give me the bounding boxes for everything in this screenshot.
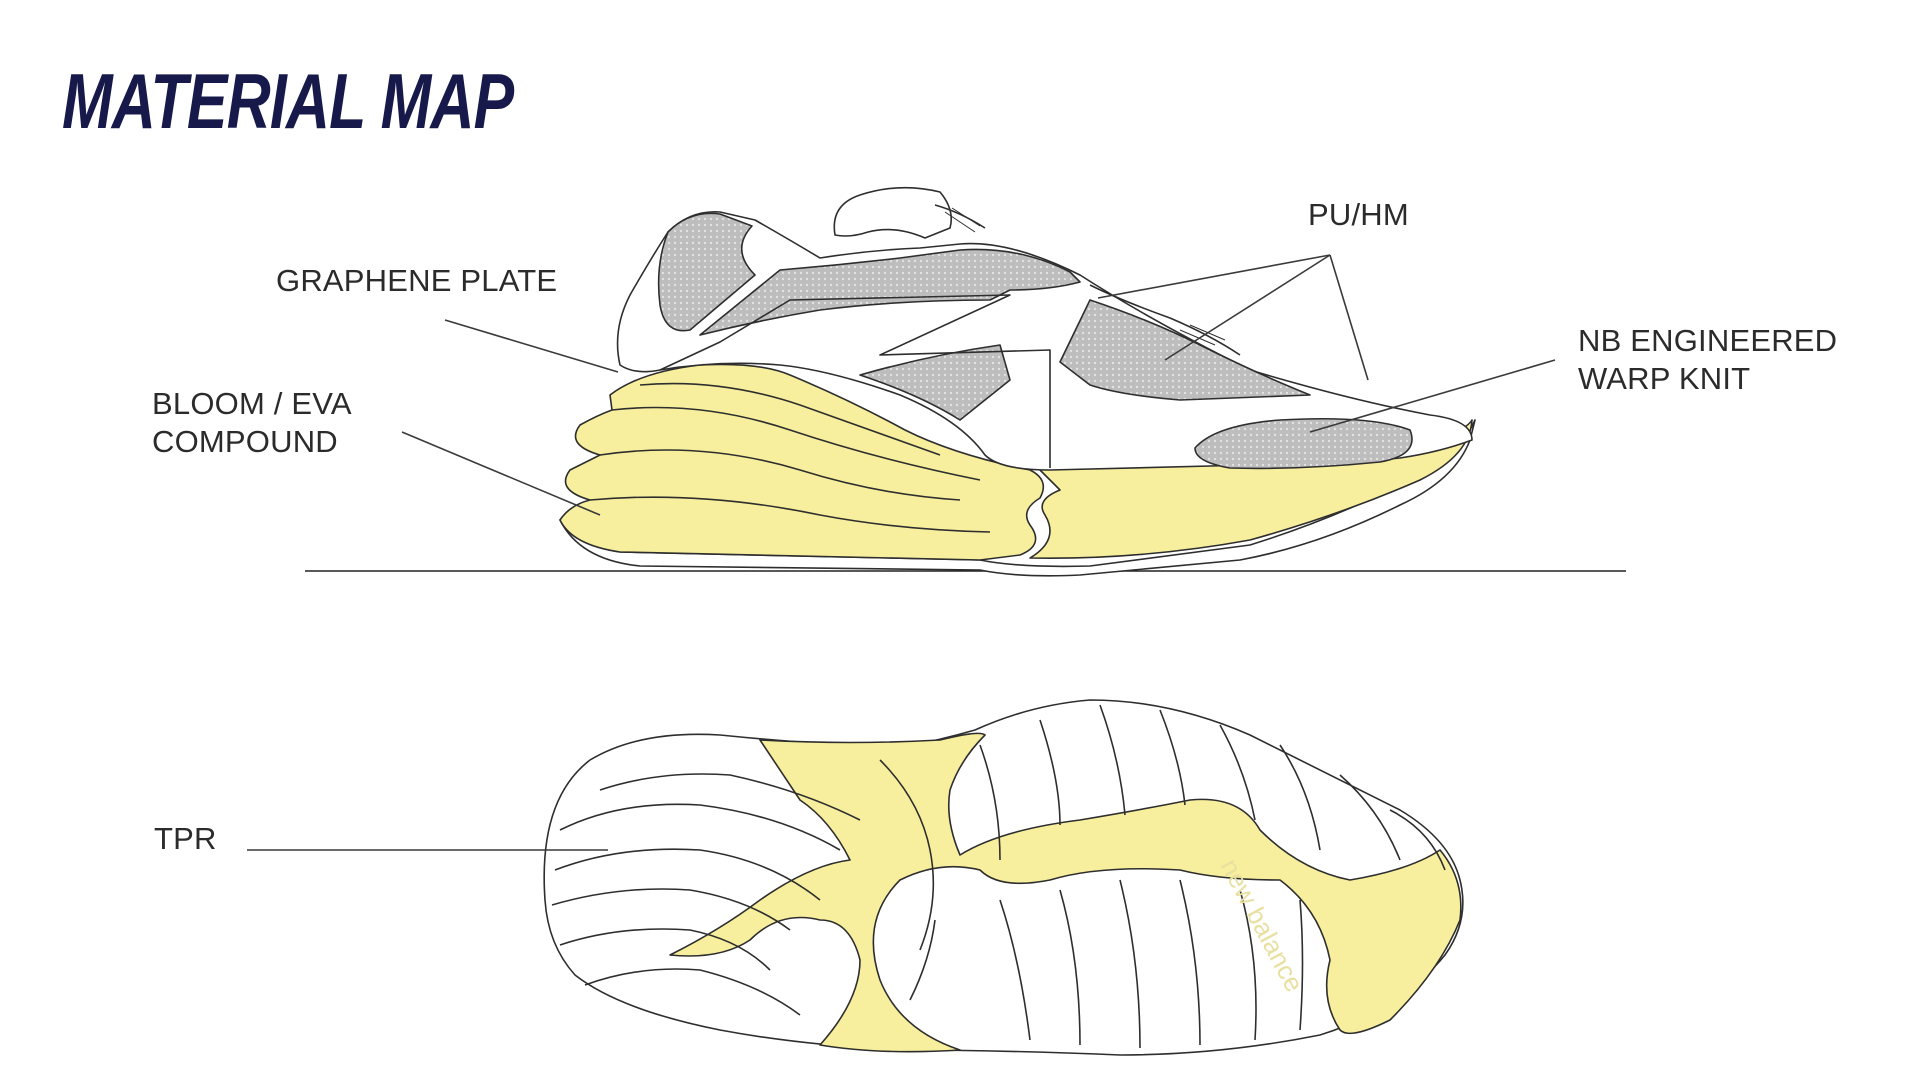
upper-mesh-vamp — [1060, 300, 1310, 400]
leader-graphene-plate — [445, 320, 618, 372]
side-view-shoe — [560, 188, 1475, 576]
leader-pu-hm-3 — [1330, 255, 1368, 380]
heel-pull-tab — [834, 188, 951, 238]
sole-bottom-view: new balance — [544, 700, 1463, 1055]
